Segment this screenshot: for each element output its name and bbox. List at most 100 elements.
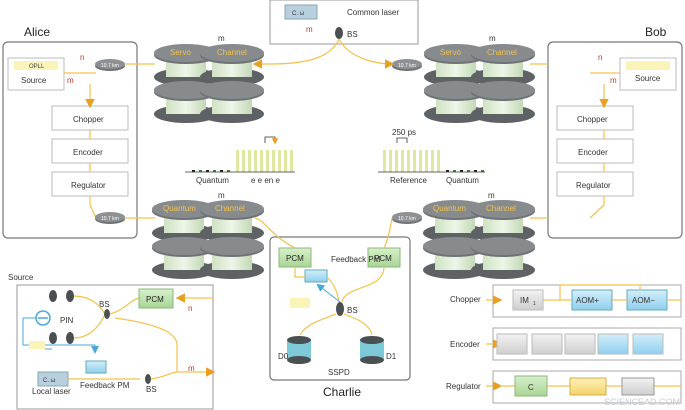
charlie-d0: D0 (278, 352, 289, 361)
label-channel-right-bottom: Channel (486, 204, 516, 213)
pulse-bar (220, 170, 223, 172)
common-laser-label: Common laser (347, 8, 399, 17)
charlie-title: Charlie (323, 385, 361, 399)
label-channel-left: Channel (217, 48, 247, 57)
source-bs2: BS (146, 385, 157, 394)
charlie-panel: Charlie PCM PCM Feedback PM BS D0 D1 SSP… (254, 217, 411, 399)
pulse-bar (413, 150, 416, 172)
pulse-bar (242, 150, 245, 172)
pulse-bar (206, 170, 209, 172)
spool-channel-right-bottom-2 (471, 237, 535, 279)
common-bs-label: BS (347, 30, 358, 39)
pulse-bar (213, 170, 216, 172)
bob-n-label: n (598, 53, 602, 62)
alice-n-label: n (80, 53, 84, 62)
alice-m-label: m (67, 76, 74, 85)
pulse-bar (236, 150, 239, 172)
spool-channel-right-2 (471, 81, 535, 123)
label-channel-left-bottom: Channel (215, 204, 245, 213)
detector-d1: D1 (360, 336, 397, 364)
source-m: m (188, 364, 195, 373)
label-m-bottom-right: m (488, 191, 495, 200)
bob-source-label: Source (635, 74, 661, 83)
fiber-spool-stacks (152, 44, 535, 279)
source-bs1: BS (99, 300, 110, 309)
pulse-right-quantum: Quantum (446, 176, 479, 185)
alice-title: Alice (24, 25, 50, 39)
bob-encoder-label: Encoder (578, 148, 608, 157)
bob-m-label: m (610, 76, 617, 85)
spool-channel-left-bottom-1 (200, 200, 264, 242)
spool-quantum-left-2 (152, 237, 216, 279)
source-pcm: PCM (146, 295, 164, 304)
alice-spool-bottom-label: 10.7 km (101, 216, 119, 222)
bob-fiber-spool-bottom: 10.7 km (392, 212, 422, 224)
spool-servo-left-2 (154, 81, 218, 123)
pulse-bar (272, 150, 275, 172)
pulse-bar (383, 150, 386, 172)
pulse-bar (446, 170, 449, 172)
bob-panel: Bob Source Chopper Encoder Regulator n m… (392, 25, 683, 239)
label-quantum-right: Quantum (433, 204, 466, 213)
encoder-block (632, 333, 664, 355)
pulse-bar (199, 170, 202, 172)
pulse-bar (401, 150, 404, 172)
common-laser-panel: C. ω Common laser m BS (269, 0, 419, 45)
pulse-bar (431, 150, 434, 172)
bob-fiber-spool-top: 10.7 km (392, 59, 422, 71)
pulse-bar (266, 150, 269, 172)
source-ce: C. ω (43, 378, 56, 384)
common-laser-ce: C. ω (292, 11, 305, 17)
pulse-bar (474, 170, 477, 172)
pulse-bar (278, 150, 281, 172)
alice-spool-top-label: 10.7 km (101, 63, 119, 69)
encoder-block (564, 333, 596, 355)
spool-channel-right-bottom-1 (471, 200, 535, 242)
watermark: SCIENCEAD.COM (604, 397, 680, 407)
label-quantum-left: Quantum (163, 204, 196, 213)
pulse-train-left: Quantum e e en e (185, 136, 295, 185)
source-n: n (188, 304, 192, 313)
alice-fiber-spool-top: 10.7 km (95, 59, 125, 71)
module-chopper-label: Chopper (450, 295, 481, 304)
pulse-bar (248, 150, 251, 172)
spool-channel-left-bottom-2 (200, 237, 264, 279)
label-m-top-right: m (489, 34, 496, 43)
spool-servo-right-1 (424, 44, 488, 86)
module-regulator-label: Regulator (446, 382, 481, 391)
alice-opll-label: OPLL (29, 64, 45, 70)
charlie-pcm-left: PCM (286, 254, 304, 263)
source-feedback-pm: Feedback PM (80, 381, 130, 390)
pulse-bar (260, 150, 263, 172)
pulse-bar (389, 150, 392, 172)
module-encoder-label: Encoder (450, 340, 480, 349)
module-im: IM (520, 296, 529, 305)
pulse-bar (467, 170, 470, 172)
spool-channel-right-1 (471, 44, 535, 86)
bob-regulator-label: Regulator (576, 181, 611, 190)
label-servo-right: Servo (440, 48, 461, 57)
label-channel-right: Channel (487, 48, 517, 57)
alice-fiber-spool-bottom: 10.7 km (95, 212, 125, 224)
top-fiber-paths (125, 38, 548, 219)
pulse-bar (284, 150, 287, 172)
pulse-left-quantum: Quantum (196, 176, 229, 185)
spool-channel-left-2 (200, 81, 264, 123)
spool-labels: Servo Channel Servo Channel Quantum Chan… (163, 34, 517, 213)
pulse-bar (419, 150, 422, 172)
module-im-sub: 1 (533, 301, 536, 307)
common-laser-m: m (306, 25, 313, 34)
alice-source-label: Source (21, 76, 47, 85)
pulse-train-right: 250 ps Reference Quantum (378, 128, 485, 185)
module-aom-plus: AOM+ (576, 296, 599, 305)
source-detail-title: Source (8, 273, 34, 282)
pulse-bar (395, 150, 398, 172)
module-aom-minus: AOM− (632, 296, 655, 305)
label-m-top-left: m (218, 34, 225, 43)
encoder-block (496, 333, 528, 355)
spool-quantum-right-2 (423, 237, 487, 279)
pulse-bar (254, 150, 257, 172)
pulse-bar (437, 150, 440, 172)
spool-servo-right-2 (424, 81, 488, 123)
